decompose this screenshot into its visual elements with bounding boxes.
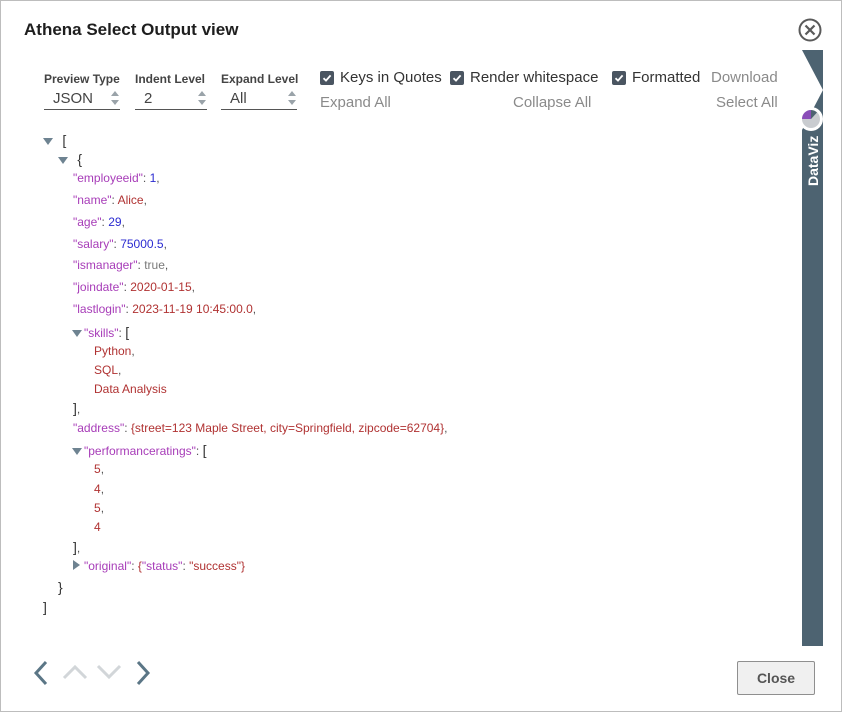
- json-field-row: "joindate": 2020-01-15,: [73, 280, 195, 294]
- array-item: Data Analysis: [94, 382, 167, 396]
- indent-level-label: Indent Level: [135, 72, 206, 86]
- preview-type-value: JSON: [53, 90, 94, 107]
- json-field-skills: "skills": [: [72, 324, 129, 340]
- array-item: 5,: [94, 501, 105, 515]
- keys-in-quotes-label: Keys in Quotes: [340, 69, 442, 86]
- array-item: Python,: [94, 344, 135, 358]
- stepper-arrows-icon: [288, 91, 296, 105]
- json-field-row: "employeeid": 1,: [73, 171, 160, 185]
- preview-type-label: Preview Type: [44, 72, 120, 86]
- formatted-label: Formatted: [632, 69, 701, 86]
- json-field-original: "original": {"status": "success"}: [73, 559, 245, 573]
- chevron-left-icon[interactable]: [32, 659, 50, 687]
- download-link[interactable]: Download: [711, 69, 778, 86]
- json-field-row: "age": 29,: [73, 215, 125, 229]
- array-item: 4,: [94, 482, 105, 496]
- render-whitespace-checkbox[interactable]: Render whitespace: [450, 69, 598, 86]
- collapse-toggle-icon[interactable]: [43, 138, 53, 145]
- dialog-title: Athena Select Output view: [24, 20, 239, 39]
- array-item: SQL,: [94, 363, 122, 377]
- collapse-toggle-icon[interactable]: [72, 330, 82, 337]
- array-close: ],: [73, 400, 81, 416]
- tree-row-object-close: }: [58, 579, 63, 595]
- close-icon[interactable]: [798, 18, 822, 42]
- render-whitespace-label: Render whitespace: [470, 69, 599, 86]
- collapse-toggle-icon[interactable]: [58, 157, 68, 164]
- checkmark-icon: [450, 70, 464, 85]
- chevron-up-icon[interactable]: [61, 663, 89, 681]
- array-item: 5,: [94, 462, 105, 476]
- expand-all-link[interactable]: Expand All: [320, 94, 391, 111]
- expand-level-select[interactable]: All: [221, 87, 297, 110]
- formatted-checkbox[interactable]: Formatted: [612, 69, 700, 86]
- collapse-all-link[interactable]: Collapse All: [513, 94, 592, 111]
- collapse-toggle-icon[interactable]: [72, 448, 82, 455]
- json-field-row: "ismanager": true,: [73, 258, 169, 272]
- stepper-arrows-icon: [111, 91, 119, 105]
- expand-level-value: All: [230, 90, 247, 107]
- tree-row-root: [: [43, 132, 66, 148]
- keys-in-quotes-checkbox[interactable]: Keys in Quotes: [320, 69, 442, 86]
- checkmark-icon: [320, 70, 334, 85]
- chevron-down-icon[interactable]: [95, 663, 123, 681]
- select-all-link[interactable]: Select All: [716, 94, 778, 111]
- checkmark-icon: [612, 70, 626, 85]
- preview-type-select[interactable]: JSON: [44, 87, 120, 110]
- close-button[interactable]: Close: [737, 661, 815, 695]
- tree-row-root-close: ]: [43, 599, 47, 615]
- array-close: ],: [73, 539, 81, 555]
- json-field-row: "salary": 75000.5,: [73, 237, 167, 251]
- dataviz-side-tab[interactable]: DataViz: [799, 50, 823, 646]
- stepper-arrows-icon: [198, 91, 206, 105]
- json-field-performanceratings: "performanceratings": [: [72, 442, 206, 458]
- pie-chart-icon: [799, 107, 823, 131]
- chevron-right-icon[interactable]: [134, 659, 152, 687]
- json-field-row: "name": Alice,: [73, 193, 147, 207]
- expand-level-label: Expand Level: [221, 72, 299, 86]
- json-field-row: "lastlogin": 2023-11-19 10:45:00.0,: [73, 302, 257, 316]
- expand-toggle-icon[interactable]: [73, 560, 80, 570]
- dataviz-tab-label: DataViz: [805, 135, 821, 186]
- array-item: 4: [94, 520, 101, 534]
- json-field-address: "address": {street=123 Maple Street, cit…: [73, 421, 448, 435]
- indent-level-value: 2: [144, 90, 153, 107]
- tree-row-object: {: [58, 151, 82, 167]
- indent-level-select[interactable]: 2: [135, 87, 207, 110]
